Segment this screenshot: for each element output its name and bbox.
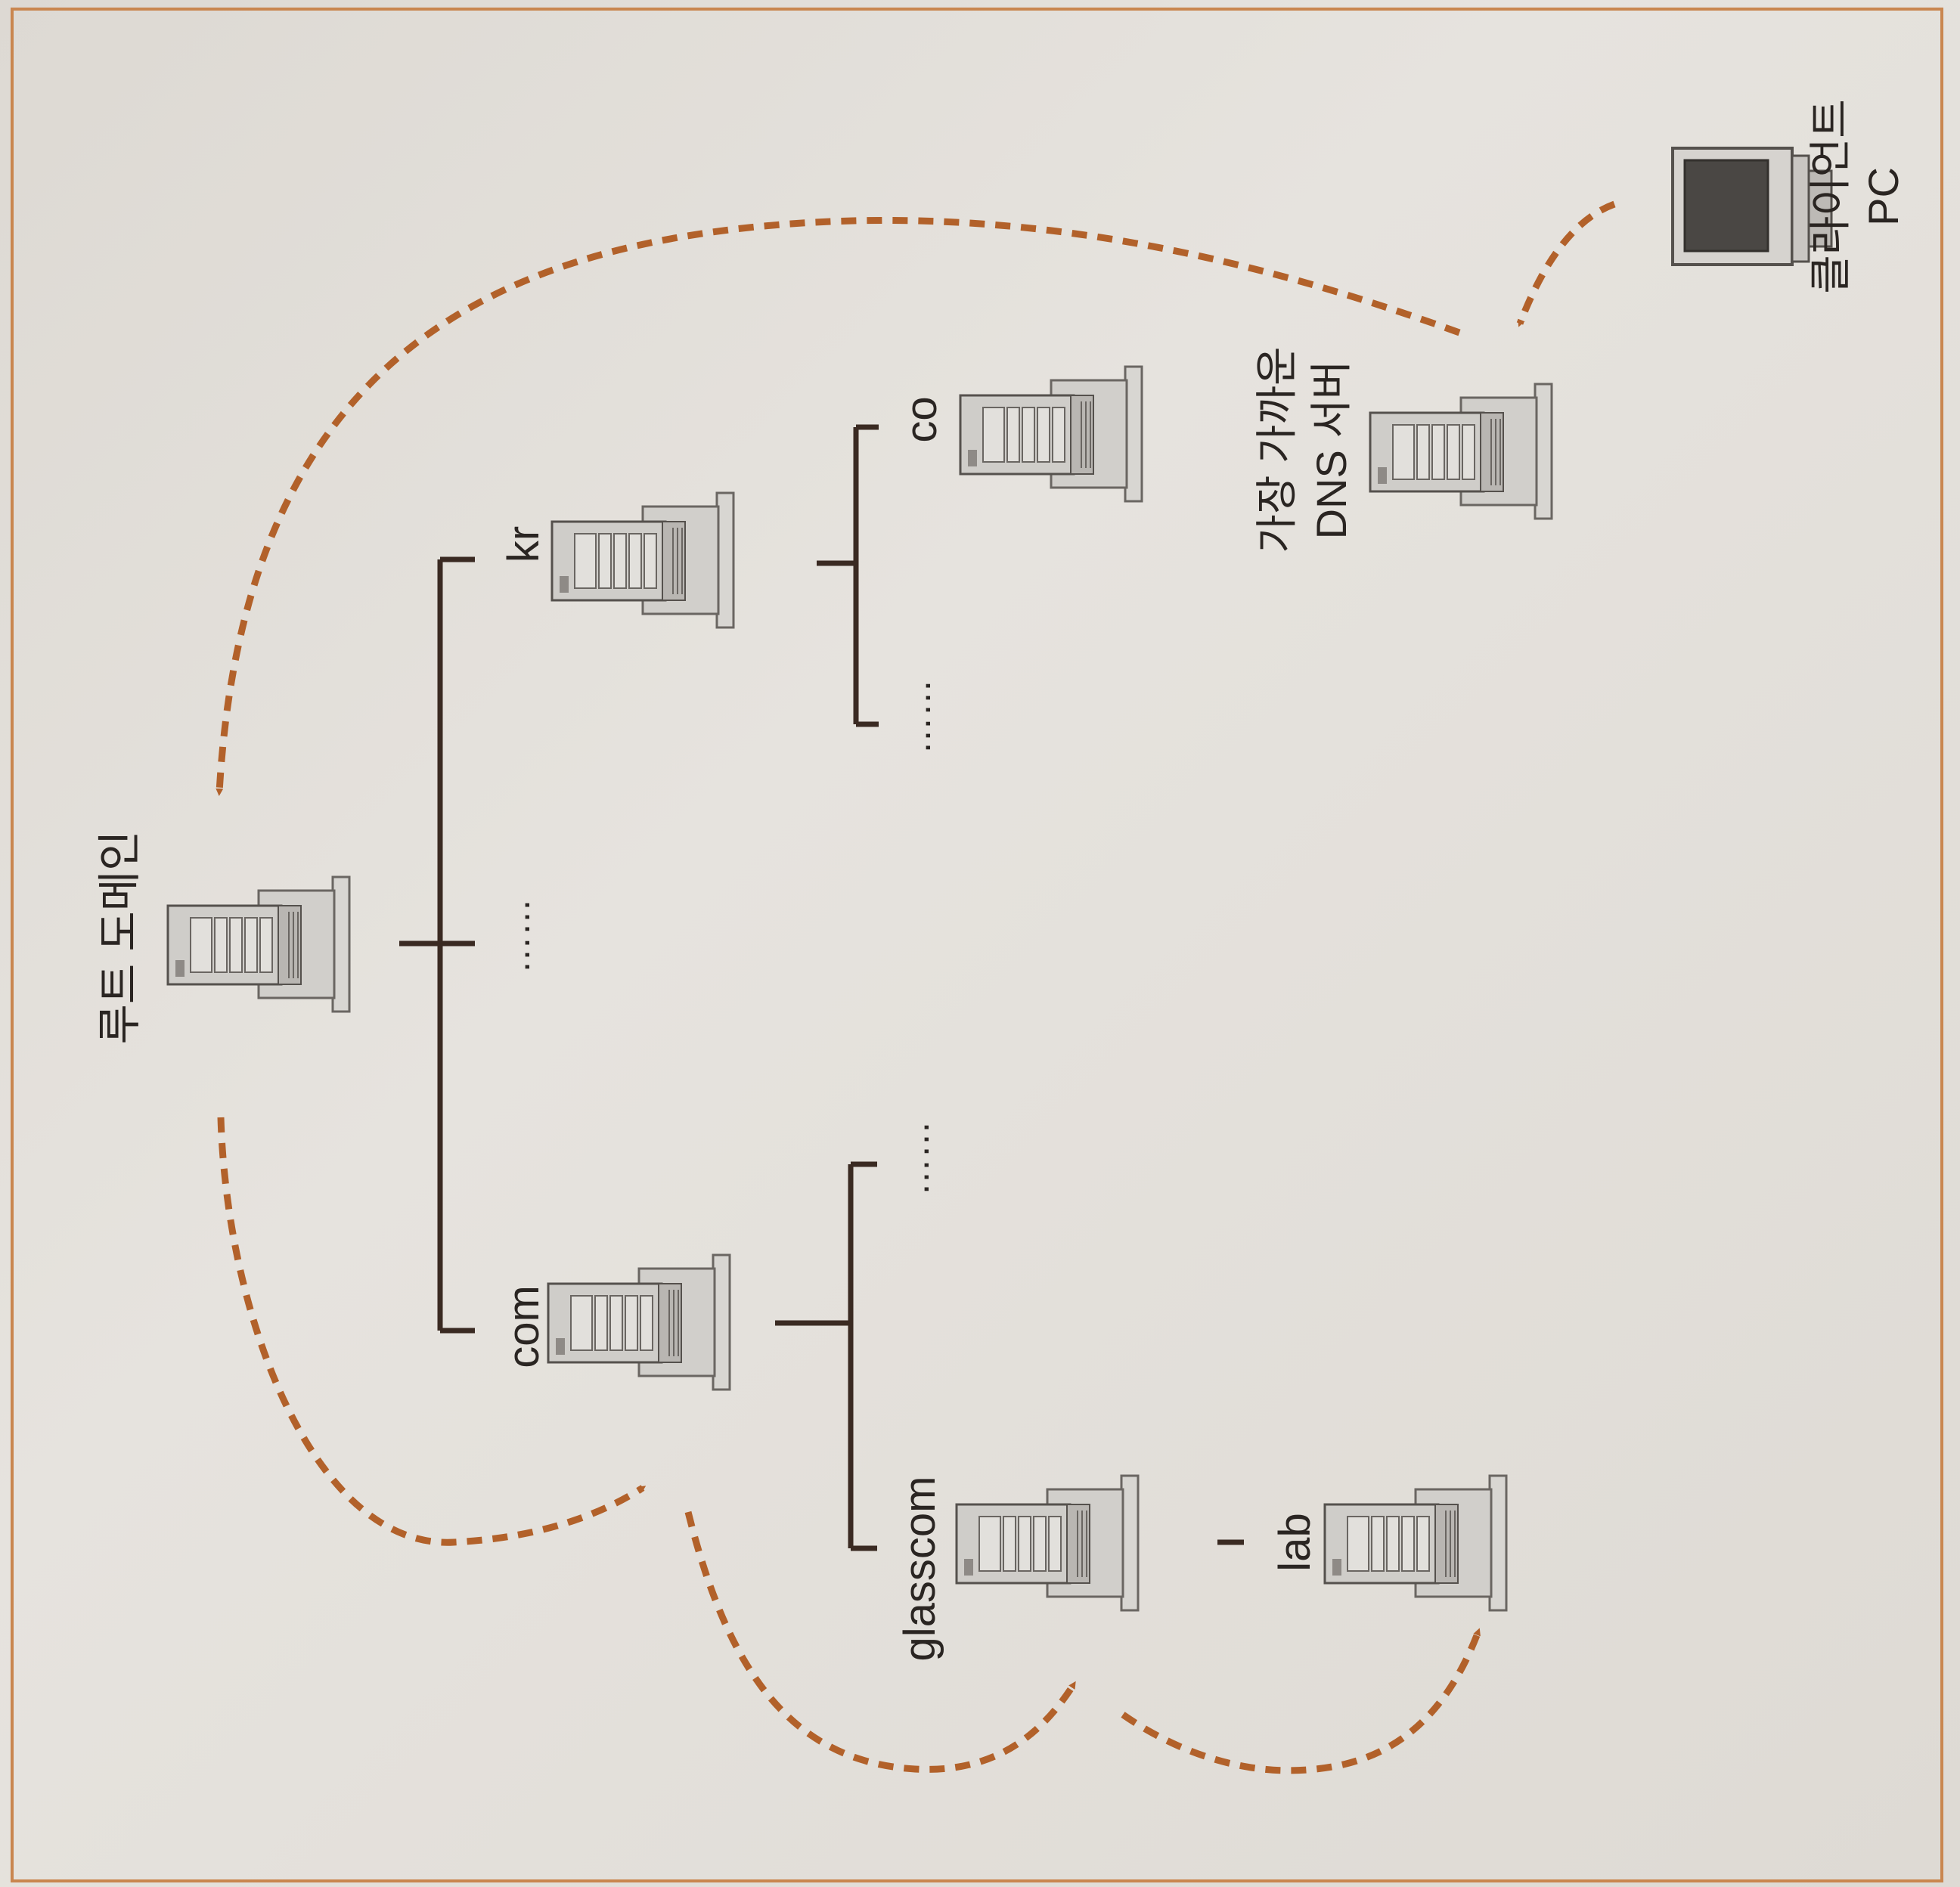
arrow-glasscom-to-lab [1121,1628,1482,1774]
root-domain-label: 루트 도메인 [95,831,144,1045]
client-label-line1: 클라이언트 [1806,99,1854,294]
co-label: co [897,396,946,442]
kr-server-icon [550,491,735,629]
glasscom-label: glasscom [895,1476,944,1662]
kr-children-ellipsis: …… [896,679,938,754]
pc-monitor-icon [1671,147,1833,266]
com-children-ellipsis: …… [895,1120,937,1196]
com-label: com [499,1285,548,1368]
arrow-nearest-dns-to-root [216,216,1461,796]
kr-label: kr [499,526,548,562]
root-server-icon [166,875,351,1013]
nearest-dns-label-line2: DNS 서버 [1307,361,1355,540]
nearest-dns-label-line1: 가장 가까운 [1253,346,1301,553]
arrow-com-to-glasscom [684,1511,1077,1773]
client-label-line2: PC [1859,167,1907,226]
arrow-client-to-nearest-dns [1516,200,1616,327]
diagram-frame [11,8,1943,1882]
lab-label: lab [1270,1513,1320,1571]
arrow-root-to-com [217,1117,647,1546]
query-arrows [216,200,1616,1774]
lab-server-icon [1323,1474,1508,1612]
nearest-dns-server-icon [1369,383,1553,520]
co-server-icon [959,365,1143,503]
tree-lines [399,424,1244,1551]
root-children-ellipsis: …… [495,898,538,974]
com-server-icon [547,1253,731,1391]
glasscom-server-icon [955,1474,1140,1612]
